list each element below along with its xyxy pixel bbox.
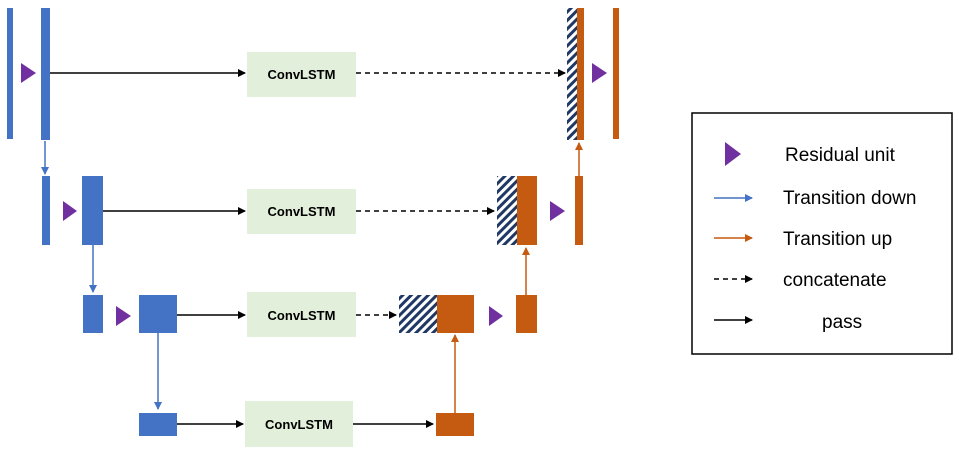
convlstm-label: ConvLSTM (268, 308, 336, 323)
concatenated-features-hatch (399, 295, 437, 333)
residual-unit-icon (489, 306, 503, 326)
convlstm-block: ConvLSTM (247, 52, 356, 97)
legend-transition-down-label: Transition down (783, 188, 916, 209)
decoder-level2-bar (517, 176, 537, 245)
residual-unit-icon (63, 201, 77, 221)
residual-unit-icon (592, 63, 607, 83)
decoder-level3-output-bar (516, 295, 537, 333)
concatenated-features-hatch (567, 8, 577, 140)
bottleneck-decoder-block (436, 413, 474, 436)
residual-unit-icon (116, 306, 131, 326)
encoder-level2-input-bar (42, 176, 50, 245)
convlstm-label: ConvLSTM (268, 67, 336, 82)
encoder-level3-input-bar (83, 295, 103, 333)
convlstm-block: ConvLSTM (247, 189, 356, 234)
concatenated-features-hatch (497, 176, 517, 245)
convlstm-block: ConvLSTM (245, 401, 353, 447)
decoder-level2-output-bar (575, 176, 583, 245)
encoder-level3-bar (139, 295, 177, 333)
residual-unit-icon (550, 201, 565, 221)
decoder-output-bar (613, 8, 619, 139)
residual-unit-icon (21, 63, 36, 83)
legend-pass-label: pass (822, 312, 862, 333)
decoder-level3-bar (437, 295, 474, 333)
convlstm-block: ConvLSTM (247, 292, 356, 337)
bottleneck-encoder-block (139, 413, 177, 436)
legend-concatenate-label: concatenate (783, 270, 887, 291)
legend-transition-up-label: Transition up (783, 229, 892, 250)
encoder-level1-bar (41, 8, 50, 140)
encoder-level2-bar (82, 176, 103, 245)
decoder-level1-bar (577, 8, 584, 140)
residual-unit-icon (725, 142, 741, 166)
convlstm-label: ConvLSTM (268, 204, 336, 219)
convlstm-label: ConvLSTM (265, 417, 333, 432)
legend: Residual unit Transition down Transition… (691, 112, 953, 355)
legend-residual-unit-label: Residual unit (785, 145, 896, 166)
encoder-input-bar (7, 8, 13, 139)
